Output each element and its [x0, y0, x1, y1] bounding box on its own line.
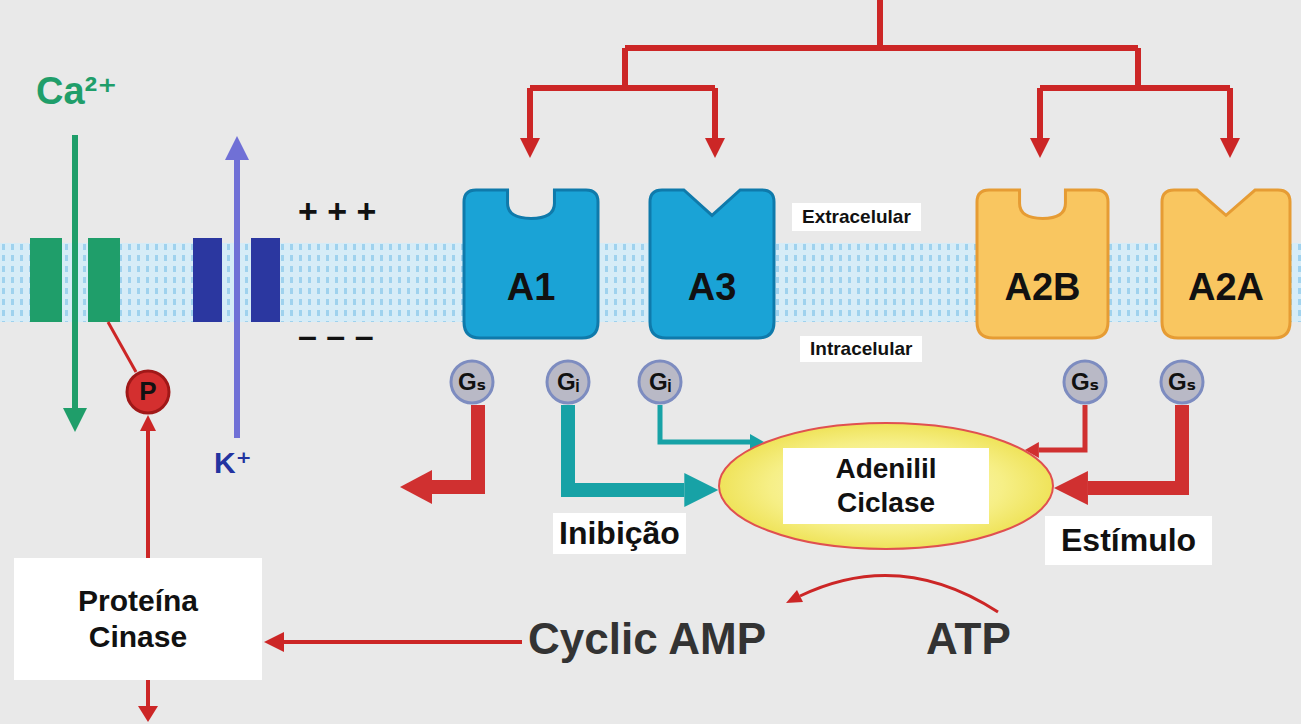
- node-outline: [14, 558, 262, 680]
- ligand-bracket: [530, 0, 1230, 140]
- node-text: P: [139, 376, 156, 407]
- text-wrap: P: [139, 376, 156, 407]
- label-text: + + +: [298, 192, 376, 231]
- receptor: A1: [462, 188, 600, 340]
- arrowhead: [1054, 471, 1088, 505]
- node-text: Proteína Cinase: [48, 583, 228, 655]
- node-text: A2A: [1188, 265, 1264, 311]
- node-outline: [1160, 188, 1292, 340]
- stimulus-arrow: [1054, 405, 1182, 505]
- receptor: A2A: [1160, 188, 1292, 340]
- label-text: Extracelular: [792, 203, 921, 231]
- node-outline: [975, 188, 1110, 340]
- node-text: Gₛ: [1071, 368, 1099, 397]
- phosphorylation-link: [108, 322, 136, 372]
- text-wrap: Gₛ: [458, 368, 486, 397]
- text-wrap: Proteína Cinase: [48, 583, 228, 655]
- molecule-label: ATP: [926, 614, 1011, 665]
- effect-label: Inibição: [553, 513, 686, 554]
- inhibition-arrow: [568, 405, 718, 507]
- connector-line: [1039, 405, 1085, 450]
- node-text: Gᵢ: [557, 368, 579, 397]
- inhibition-arrow: [660, 405, 764, 450]
- text-wrap: Adenilil Ciclase: [783, 448, 989, 523]
- g-protein: Gₛ: [1062, 359, 1108, 405]
- text-wrap: Gᵢ: [649, 368, 671, 397]
- label-text: Ca²⁺: [36, 70, 117, 114]
- ion-label: Ca²⁺: [36, 70, 117, 114]
- text-wrap: Gₛ: [1168, 368, 1196, 397]
- node-text: Gₛ: [458, 368, 486, 397]
- label-text: Estímulo: [1045, 516, 1212, 565]
- receptor: A3: [648, 188, 776, 340]
- connector-line: [568, 405, 684, 490]
- text-wrap: Gᵢ: [557, 368, 579, 397]
- arrowhead: [140, 415, 156, 431]
- label-text: – – –: [298, 316, 374, 355]
- camp-arrow: [264, 632, 522, 652]
- side-label: Intracelular: [800, 336, 922, 362]
- bracket-arrowheads: [520, 138, 1240, 158]
- stimulus-arrow: [400, 405, 478, 504]
- potassium-flow-arrow: [225, 136, 249, 438]
- arrowhead: [684, 473, 718, 507]
- ion-label: K⁺: [214, 446, 252, 481]
- g-protein: Gₛ: [1159, 359, 1205, 405]
- charge-sign: – – –: [298, 316, 374, 355]
- molecule-label: Cyclic AMP: [528, 614, 766, 665]
- side-label: Extracelular: [792, 203, 921, 231]
- node-outline: [462, 188, 600, 340]
- node-text: A3: [688, 265, 737, 311]
- g-protein: Gᵢ: [545, 359, 591, 405]
- label-text: Intracelular: [800, 336, 922, 362]
- node-outline: [648, 188, 776, 340]
- receptor: A2B: [975, 188, 1110, 340]
- activation-arrow: [140, 415, 156, 558]
- node-text: Adenilil Ciclase: [783, 448, 989, 523]
- node-text: A1: [507, 265, 556, 311]
- text-wrap: Gₛ: [1071, 368, 1099, 397]
- label-text: K⁺: [214, 446, 252, 481]
- calcium-flow-arrow: [63, 135, 87, 432]
- effect-label: Estímulo: [1045, 516, 1212, 565]
- kinase-output-arrow: [138, 680, 158, 722]
- text-wrap: A1: [507, 265, 556, 311]
- node-text: Gₛ: [1168, 368, 1196, 397]
- phosphate-circle: P: [125, 369, 171, 415]
- label-text: Cyclic AMP: [528, 614, 766, 665]
- stimulus-arrow: [1025, 405, 1085, 458]
- enzyme-ellipse: Adenilil Ciclase: [718, 422, 1054, 550]
- connector-line: [660, 405, 750, 442]
- text-wrap: A3: [688, 265, 737, 311]
- connector-line: [146, 431, 150, 558]
- connector-line: [1088, 405, 1182, 488]
- text-wrap: A2B: [1004, 265, 1080, 311]
- node-text: Gᵢ: [649, 368, 671, 397]
- label-text: Inibição: [553, 513, 686, 554]
- g-protein: Gᵢ: [637, 359, 683, 405]
- kinase-box: Proteína Cinase: [14, 558, 262, 680]
- label-text: ATP: [926, 614, 1011, 665]
- conversion-arrow: [786, 575, 998, 612]
- text-wrap: A2A: [1188, 265, 1264, 311]
- node-text: A2B: [1004, 265, 1080, 311]
- charge-sign: + + +: [298, 192, 376, 231]
- g-protein: Gₛ: [449, 359, 495, 405]
